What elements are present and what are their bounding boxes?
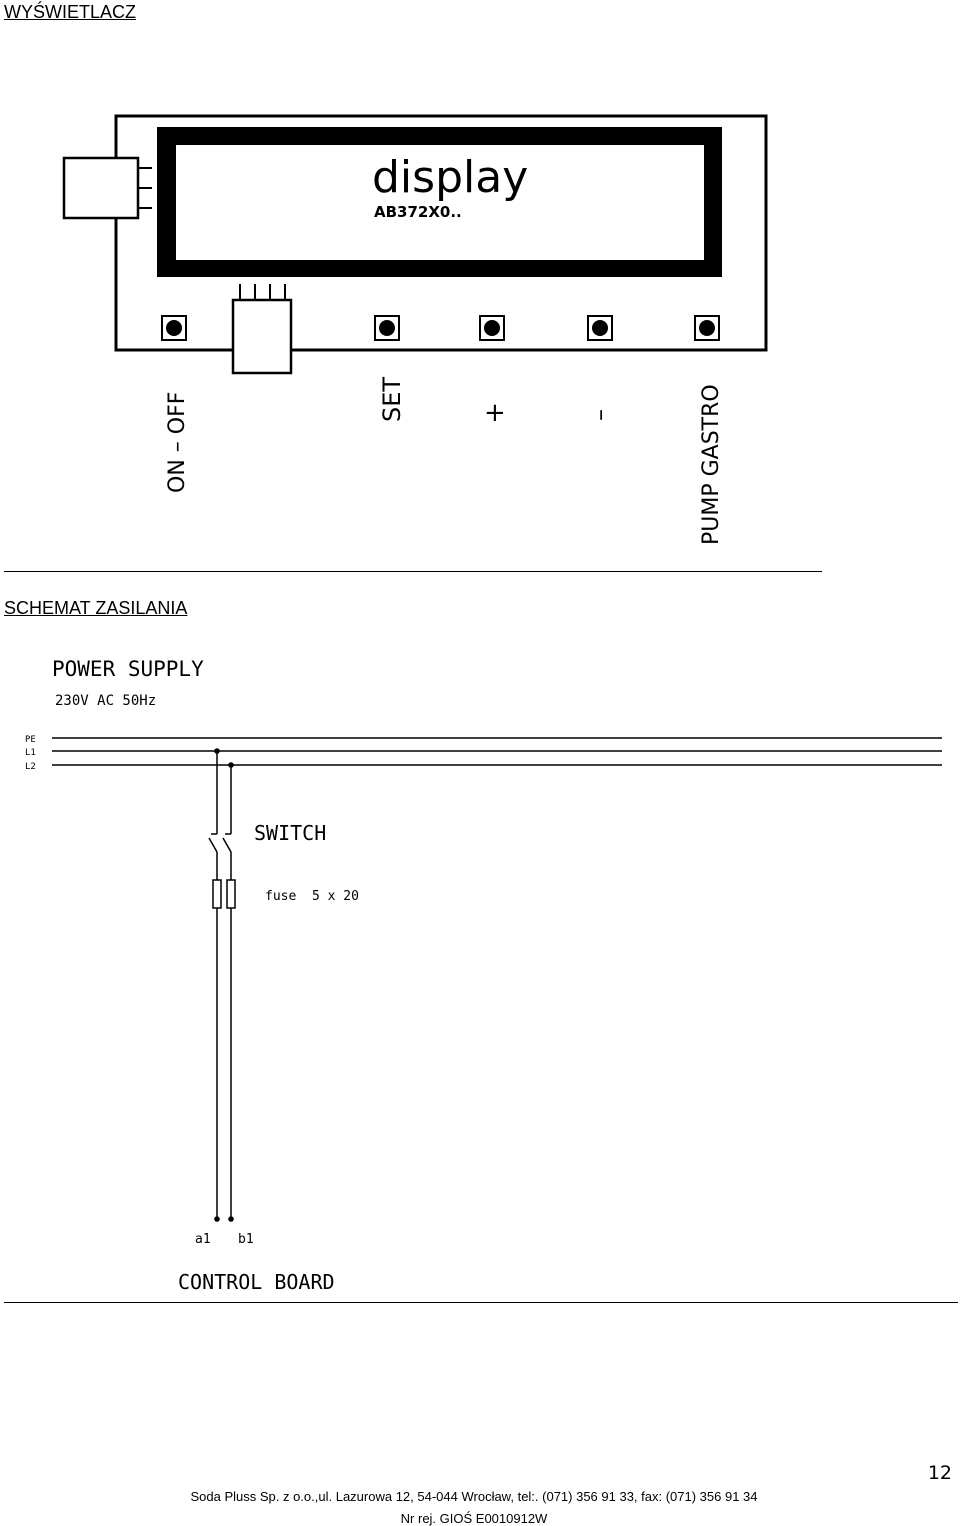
fuse-label: fuse 5 x 20 bbox=[265, 889, 359, 904]
button-set[interactable] bbox=[374, 315, 400, 341]
label-plus: + bbox=[484, 398, 506, 428]
switch-symbol bbox=[208, 833, 232, 880]
display-screen-text: display bbox=[372, 152, 528, 203]
terminal-b1: b1 bbox=[238, 1232, 254, 1247]
terminal-a1: a1 bbox=[195, 1232, 211, 1247]
footer-divider bbox=[4, 1302, 958, 1303]
section-divider bbox=[4, 571, 822, 572]
line-label-l2: L2 bbox=[25, 762, 36, 772]
button-plus[interactable] bbox=[479, 315, 505, 341]
section-heading-power: SCHEMAT ZASILANIA bbox=[4, 598, 188, 618]
footer-company-address: Soda Pluss Sp. z o.o.,ul. Lazurowa 12, 5… bbox=[190, 1489, 758, 1504]
control-board-label: CONTROL BOARD bbox=[178, 1270, 335, 1294]
power-supply-spec: 230V AC 50Hz bbox=[55, 693, 156, 709]
side-connector bbox=[62, 156, 140, 220]
label-set: SET bbox=[378, 377, 406, 422]
fuse-symbol bbox=[212, 879, 236, 909]
label-on-off: ON – OFF bbox=[165, 392, 190, 493]
line-label-pe: PE bbox=[25, 735, 36, 745]
button-on-off[interactable] bbox=[161, 315, 187, 341]
power-supply-title: POWER SUPPLY bbox=[52, 657, 204, 681]
footer-registration: Nr rej. GIOŚ E0010912W bbox=[400, 1511, 548, 1526]
panel-outline bbox=[114, 114, 768, 352]
label-minus: – bbox=[586, 409, 614, 421]
button-pump-gastro[interactable] bbox=[694, 315, 720, 341]
switch-label: SWITCH bbox=[254, 821, 326, 845]
label-pump-gastro: PUMP GASTRO bbox=[699, 384, 724, 545]
lcd-screen bbox=[176, 145, 704, 260]
page-number: 12 bbox=[927, 1462, 952, 1484]
button-minus[interactable] bbox=[587, 315, 613, 341]
display-model-text: AB372X0.. bbox=[374, 203, 462, 221]
section-heading-display: WYŚWIETLACZ bbox=[4, 2, 137, 22]
bottom-connector bbox=[231, 298, 293, 375]
line-label-l1: L1 bbox=[25, 748, 36, 758]
